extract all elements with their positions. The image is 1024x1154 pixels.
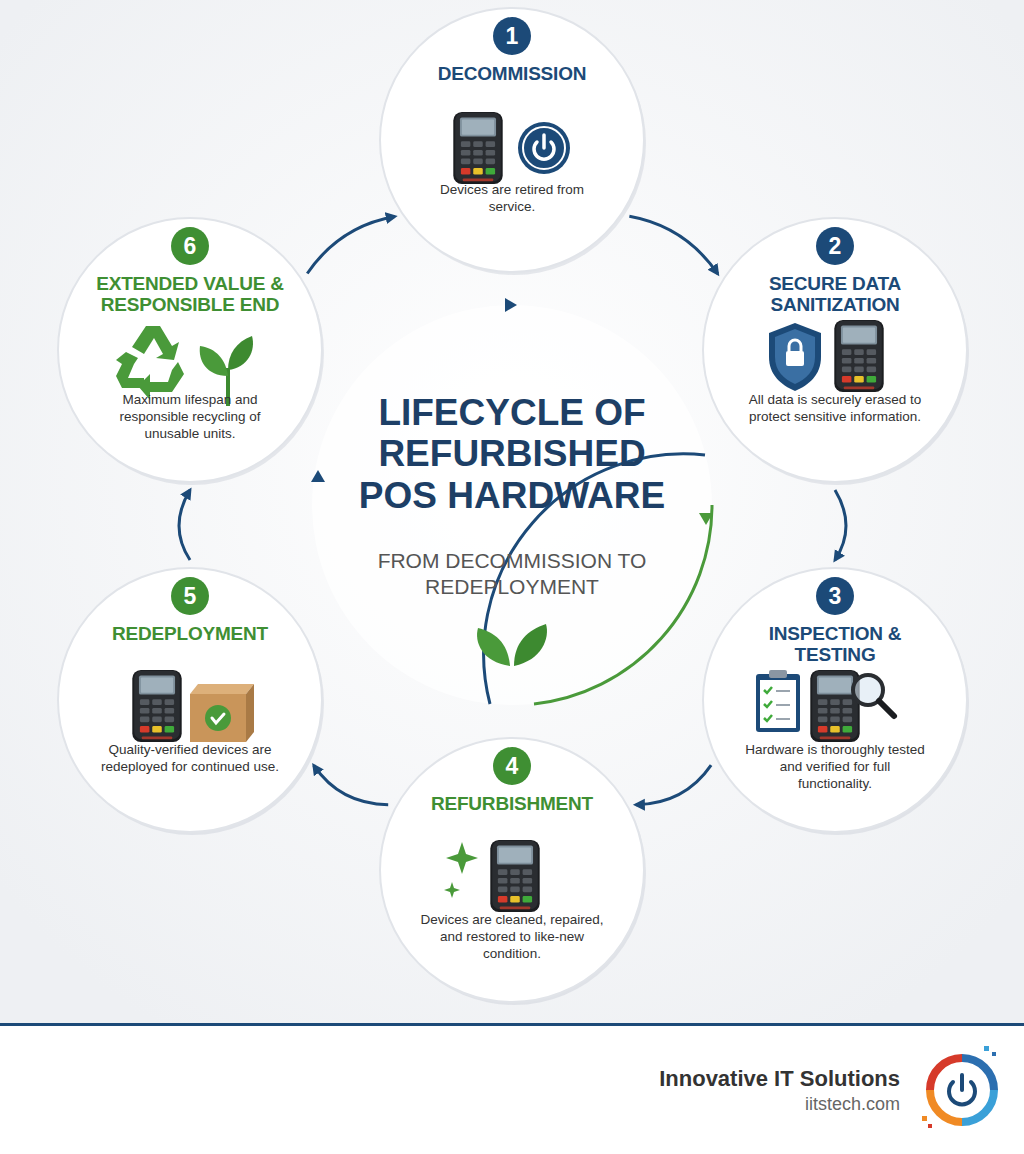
company-name: Innovative IT Solutions <box>520 1066 900 1092</box>
pos-terminal <box>453 112 502 184</box>
step-description: Devices are retired from service. <box>420 182 604 216</box>
flow-arrow <box>835 490 846 560</box>
ring-arrowhead <box>699 513 713 525</box>
step-number: 1 <box>493 17 531 55</box>
company-url: iitstech.com <box>620 1094 900 1115</box>
diagram-title: LIFECYCLE OF REFURBISHED POS HARDWARE <box>337 392 687 516</box>
subtitle: FROM DECOMMISSION TO REDEPLOYMENT <box>367 548 657 601</box>
step-description: All data is securely erased to protect s… <box>743 392 927 426</box>
step-number: 4 <box>493 747 531 785</box>
step-number: 3 <box>816 577 854 615</box>
step-number: 6 <box>171 227 209 265</box>
sparkle-icon <box>444 842 478 898</box>
step-description: Maximum lifespan and responsible recycli… <box>98 392 282 443</box>
step-heading: SECURE DATA SANITIZATION <box>727 273 943 316</box>
footer-band <box>0 1026 1024 1154</box>
pos-terminal <box>810 670 859 742</box>
step-description: Hardware is thoroughly tested and verifi… <box>743 742 927 793</box>
recycle-icon <box>116 326 184 400</box>
shield-lock-icon <box>769 323 821 391</box>
company-logo <box>922 1046 996 1128</box>
step-description: Devices are cleaned, repaired, and resto… <box>420 912 604 963</box>
process-circle: 6EXTENDED VALUE & RESPONSIBLE END Maximum… <box>55 215 325 485</box>
step-heading: REFURBISHMENT <box>404 793 620 814</box>
pos-terminal <box>132 670 181 742</box>
flow-arrow <box>314 765 388 804</box>
sprout-icon <box>200 336 253 406</box>
ring-arc <box>534 505 712 704</box>
pos-terminal <box>490 840 539 912</box>
ring-fill <box>312 305 712 705</box>
leaf-icon <box>477 624 547 666</box>
checklist-icon <box>756 670 800 732</box>
step-heading: EXTENDED VALUE & RESPONSIBLE END <box>82 273 298 316</box>
process-circle: 1DECOMMISSION Devices are retired from se… <box>377 5 647 275</box>
step-heading: DECOMMISSION <box>404 63 620 84</box>
power-icon <box>518 122 570 174</box>
flow-arrow <box>636 765 711 805</box>
backdrop <box>0 0 1024 1026</box>
step-heading: REDEPLOYMENT <box>82 623 298 644</box>
flow-arrow <box>179 490 190 560</box>
ring-arrowhead <box>505 298 517 312</box>
magnifier-icon <box>853 675 894 716</box>
flow-arrow <box>629 216 717 273</box>
box-check-icon <box>190 684 254 742</box>
ring-arrowhead <box>311 470 325 482</box>
step-number: 2 <box>816 227 854 265</box>
flow-arrow <box>307 216 394 273</box>
step-heading: INSPECTION & TESTING <box>727 623 943 666</box>
step-number: 5 <box>171 577 209 615</box>
pos-terminal <box>834 320 883 392</box>
footer-rule <box>0 1023 1024 1026</box>
step-description: Quality-verified devices are redeployed … <box>98 742 282 776</box>
